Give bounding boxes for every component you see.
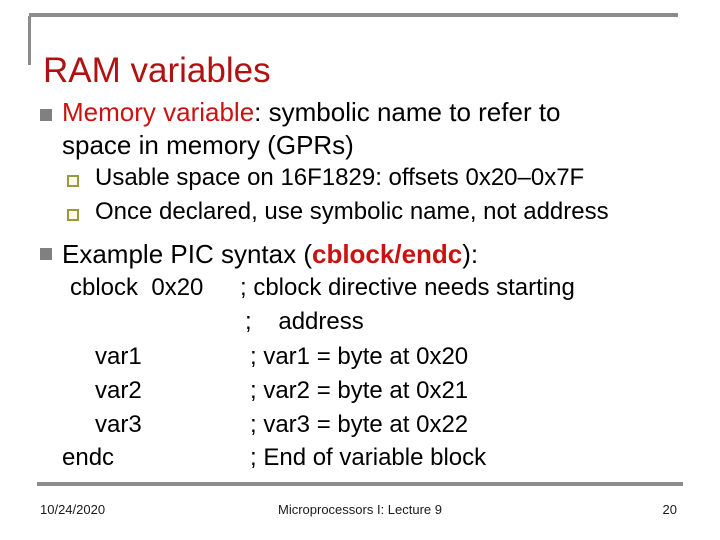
sub-bullet-once-declared-text: Once declared, use symbolic name, not ad…: [95, 198, 609, 225]
sub-bullet-once-declared: Once declared, use symbolic name, not ad…: [67, 196, 695, 227]
code-statement: var2: [95, 377, 142, 404]
code-comment: ; End of variable block: [250, 444, 487, 471]
code-comment: ; address: [245, 308, 364, 335]
bullet-line1-rest: : symbolic name to refer to: [254, 97, 561, 127]
slide-title: RAM variables: [43, 51, 271, 91]
title-left-accent-line: [28, 16, 31, 65]
hollow-square-bullet-icon: [67, 209, 79, 221]
code-statement: var1: [95, 343, 142, 370]
bullet2-pre: Example PIC syntax (: [62, 239, 312, 269]
footer-divider-line: [37, 482, 683, 486]
footer-date: 10/24/2020: [40, 502, 106, 517]
top-divider-line: [29, 13, 678, 17]
sub-bullet-usable-space: Usable space on 16F1829: offsets 0x20–0x…: [67, 162, 695, 193]
code-statement: cblock 0x20: [70, 274, 204, 301]
code-line: endc ; End of variable block: [0, 441, 720, 474]
hollow-square-bullet-icon: [67, 175, 79, 187]
code-line: var2 ; var2 = byte at 0x21: [0, 374, 720, 407]
code-line: var3 ; var3 = byte at 0x22: [0, 408, 720, 441]
code-comment: ; var3 = byte at 0x22: [250, 411, 469, 438]
bullet2-post: ):: [462, 239, 479, 269]
bullet-example-pic-syntax: Example PIC syntax (cblock/endc):: [40, 238, 682, 271]
code-comment: ; var2 = byte at 0x21: [250, 377, 469, 404]
code-line: var1 ; var1 = byte at 0x20: [0, 340, 720, 373]
code-line: cblock 0x20 ; cblock directive needs sta…: [0, 271, 720, 304]
footer-course-title: Microprocessors I: Lecture 9: [277, 502, 442, 517]
code-statement: var3: [95, 411, 142, 438]
bullet-line2: space in memory (GPRs): [62, 130, 354, 160]
bullet-example-pic-syntax-text: Example PIC syntax (cblock/endc):: [62, 238, 682, 271]
code-line: ; address: [0, 305, 720, 338]
sub-bullet-usable-space-text: Usable space on 16F1829: offsets 0x20–0x…: [95, 164, 585, 191]
bullet-memory-variable: Memory variable: symbolic name to refer …: [40, 96, 682, 162]
square-bullet-icon: [40, 109, 52, 121]
bullet-memory-variable-text: Memory variable: symbolic name to refer …: [62, 96, 682, 162]
bullet2-term-highlight: cblock/endc: [311, 239, 463, 269]
bullet-term-highlight: Memory variable: [62, 97, 255, 127]
code-statement: endc: [62, 444, 115, 471]
footer-page-number: 20: [662, 502, 677, 517]
code-comment: ; cblock directive needs starting: [240, 274, 575, 301]
square-bullet-icon: [40, 248, 52, 260]
code-comment: ; var1 = byte at 0x20: [250, 343, 469, 370]
